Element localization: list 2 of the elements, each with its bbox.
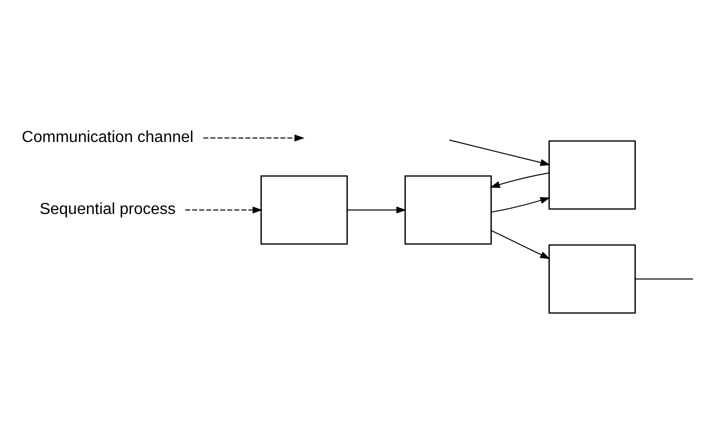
node-text: Sequential process	[40, 200, 176, 218]
node-text: Communication channel	[22, 128, 194, 146]
